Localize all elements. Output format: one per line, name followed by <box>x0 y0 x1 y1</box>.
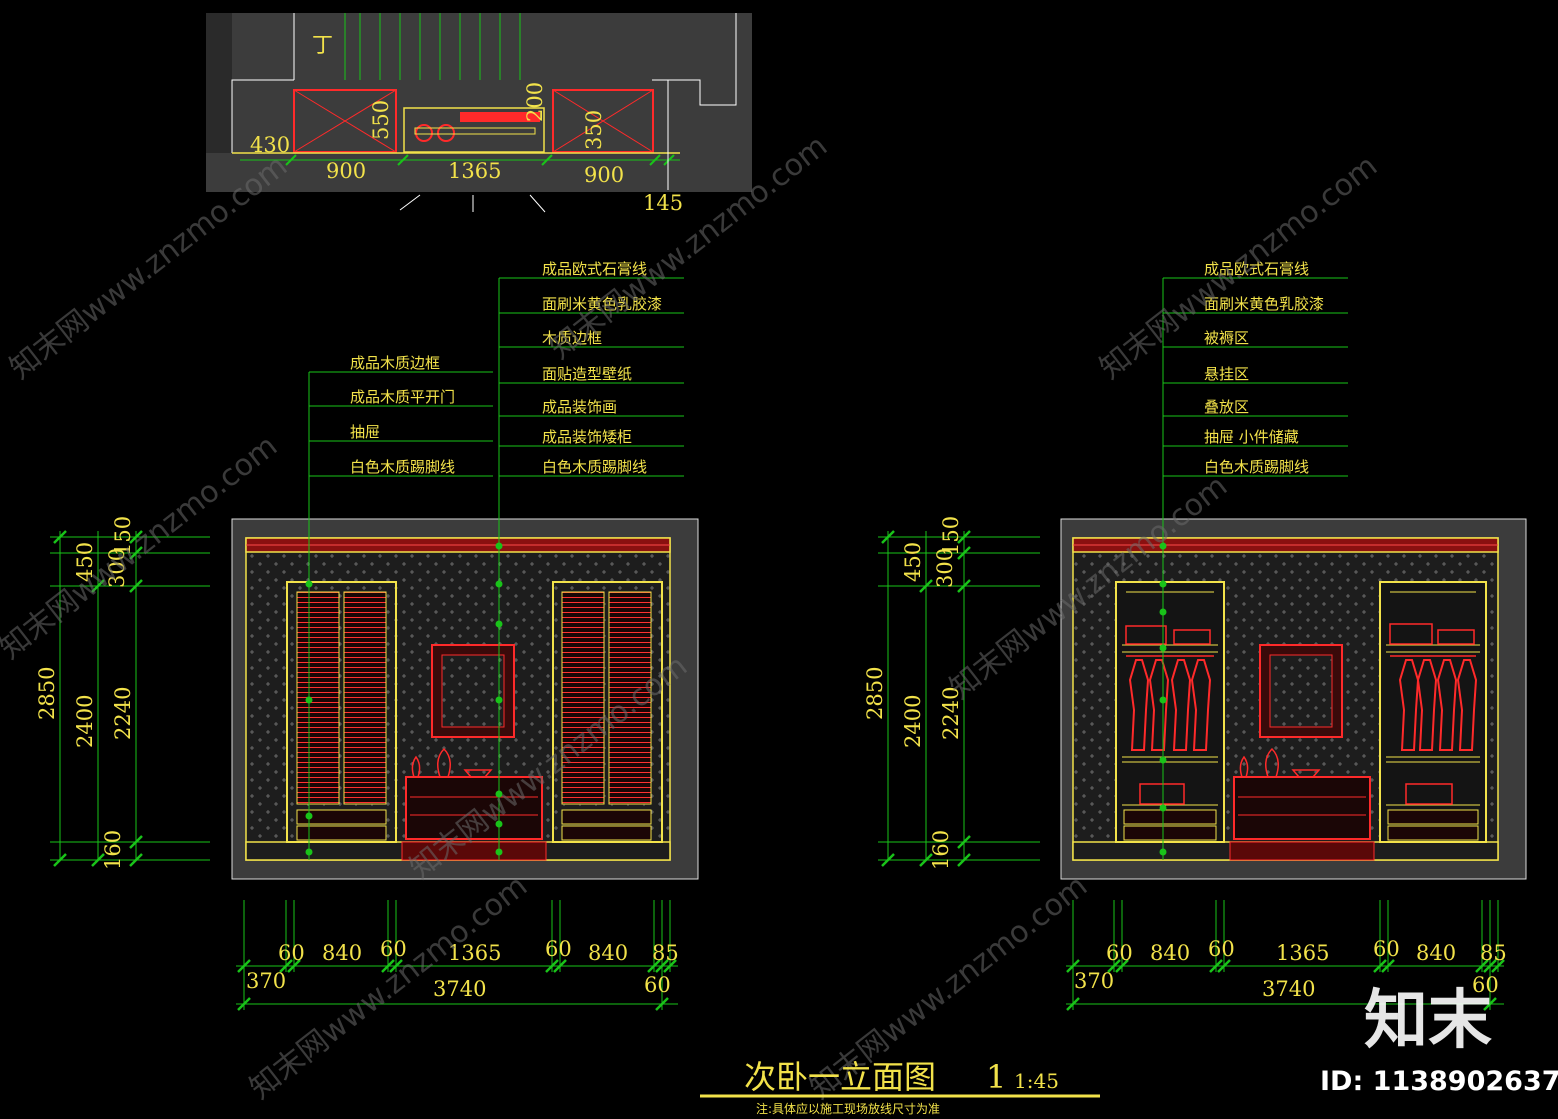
plan-vdim-0: 550 <box>369 100 393 140</box>
plan-dim-2: 1365 <box>448 159 501 183</box>
right-open-wardrobe-b <box>1379 581 1487 843</box>
left-label-r5: 成品装饰矮柜 <box>542 428 632 446</box>
watermark-text-7: 知末网www.znzmo.com <box>243 868 534 1106</box>
right-hdim-6: 85 <box>1480 941 1507 965</box>
right-vdim-2240: 2240 <box>939 687 963 740</box>
plan-panel <box>206 13 752 192</box>
left-wardrobe-b-drawer-1 <box>561 809 652 825</box>
brand-logo: 知末 <box>1364 984 1492 1058</box>
plan-cabinet <box>403 107 545 153</box>
left-wardrobe-a-door-1 <box>296 591 340 805</box>
left-hdim-2: 60 <box>380 937 407 961</box>
drawing-note: 注:具体应以施工现场放线尺寸为准 <box>756 1101 940 1116</box>
plan-vdim-2: 350 <box>582 110 606 150</box>
left-hdim-9: 60 <box>644 973 671 997</box>
left-wardrobe-a-drawer-2 <box>296 825 387 841</box>
right-vdim-150: 150 <box>939 516 963 556</box>
left-vdim-2400: 2400 <box>73 695 97 748</box>
left-label-2: 抽屉 <box>350 423 380 441</box>
drawing-title-block: 次卧一立面图 1 1:45 注:具体应以施工现场放线尺寸为准 <box>700 1058 1100 1116</box>
right-hdim-7: 370 <box>1074 969 1114 993</box>
left-hdim-7: 370 <box>246 969 286 993</box>
left-label-3: 白色木质踢脚线 <box>350 458 455 476</box>
right-vdim-160: 160 <box>929 830 953 870</box>
left-hdim-8: 3740 <box>433 977 486 1001</box>
left-label-r0: 成品欧式石膏线 <box>542 260 647 278</box>
plan-dim-1: 900 <box>326 159 366 183</box>
left-wardrobe-b-drawer-2 <box>561 825 652 841</box>
plan-wardrobe-left <box>293 89 397 153</box>
right-label-2: 被褥区 <box>1204 329 1249 347</box>
right-hdim-1: 840 <box>1150 941 1190 965</box>
left-wardrobe-b-door-1 <box>561 591 605 805</box>
left-wardrobe-a-door-2 <box>343 591 387 805</box>
left-wardrobe-b <box>552 581 663 843</box>
plan-dim-4: 145 <box>643 191 683 215</box>
right-vdim-300: 300 <box>933 548 957 588</box>
right-label-0: 成品欧式石膏线 <box>1204 260 1309 278</box>
watermark-text-1: 知末网www.znzmo.com <box>3 148 294 386</box>
plan-dim-3: 900 <box>584 163 624 187</box>
drawing-number: 1 <box>986 1058 1006 1096</box>
left-wardrobe-a-drawer-1 <box>296 809 387 825</box>
right-elevation: 成品欧式石膏线 面刷米黄色乳胶漆 被褥区 悬挂区 叠放区 抽屉 小件储藏 白色木… <box>863 260 1527 1011</box>
left-hdim-6: 85 <box>652 941 679 965</box>
left-vdim-150: 150 <box>111 516 135 556</box>
left-label-r3: 面贴造型壁纸 <box>542 365 632 383</box>
watermark-text-3: 知末网www.znzmo.com <box>1093 148 1384 386</box>
left-hdim-4: 60 <box>545 937 572 961</box>
plan-dim-0: 430 <box>250 133 290 157</box>
left-hdim-5: 840 <box>588 941 628 965</box>
floor-plan: 丁 430 900 1365 900 145 550 200 350 <box>206 13 752 215</box>
left-hdim-1: 840 <box>322 941 362 965</box>
drawing-scale: 1:45 <box>1014 1069 1059 1093</box>
right-open-wardrobe-a <box>1115 581 1225 843</box>
right-hdim-9: 60 <box>1472 973 1499 997</box>
left-vdim-2850: 2850 <box>35 667 59 720</box>
left-hdim-3: 1365 <box>448 941 501 965</box>
plan-side-mark: 丁 <box>312 33 333 57</box>
right-label-4: 叠放区 <box>1204 398 1249 416</box>
right-label-3: 悬挂区 <box>1204 365 1249 383</box>
left-wardrobe-b-door-2 <box>608 591 652 805</box>
right-hdim-5: 840 <box>1416 941 1456 965</box>
right-label-1: 面刷米黄色乳胶漆 <box>1204 295 1324 313</box>
left-elevation: 成品木质边框 成品木质平开门 抽屉 白色木质踢脚线 成品欧式石膏线 面刷米黄色乳… <box>35 260 699 1011</box>
left-label-0: 成品木质边框 <box>350 354 440 372</box>
right-hdim-8: 3740 <box>1262 977 1315 1001</box>
left-vdim-450: 450 <box>73 542 97 582</box>
left-hdim-0: 60 <box>278 941 305 965</box>
right-hdim-2: 60 <box>1208 937 1235 961</box>
right-vdim-2850: 2850 <box>863 667 887 720</box>
plan-vdim-1: 200 <box>523 82 547 122</box>
right-vdim-450: 450 <box>901 542 925 582</box>
right-label-5: 抽屉 小件储藏 <box>1204 428 1299 446</box>
left-wardrobe-a <box>286 581 397 843</box>
left-label-r4: 成品装饰画 <box>542 398 617 416</box>
right-vdim-2400: 2400 <box>901 695 925 748</box>
left-low-cabinet <box>405 776 543 840</box>
left-vdim-160: 160 <box>101 830 125 870</box>
left-vdim-2240: 2240 <box>111 687 135 740</box>
right-label-6: 白色木质踢脚线 <box>1204 458 1309 476</box>
right-hdim-0: 60 <box>1106 941 1133 965</box>
right-low-cabinet <box>1233 776 1371 840</box>
plan-wardrobe-right <box>552 89 654 153</box>
right-hdim-4: 60 <box>1373 937 1400 961</box>
drawing-title: 次卧一立面图 <box>744 1058 936 1096</box>
right-hdim-3: 1365 <box>1276 941 1329 965</box>
left-label-1: 成品木质平开门 <box>350 388 455 406</box>
left-label-r6: 白色木质踢脚线 <box>542 458 647 476</box>
left-label-r1: 面刷米黄色乳胶漆 <box>542 295 662 313</box>
left-label-r2: 木质边框 <box>542 329 602 347</box>
image-id: ID: 1138902637 <box>1320 1066 1558 1097</box>
left-vdim-300: 300 <box>105 548 129 588</box>
